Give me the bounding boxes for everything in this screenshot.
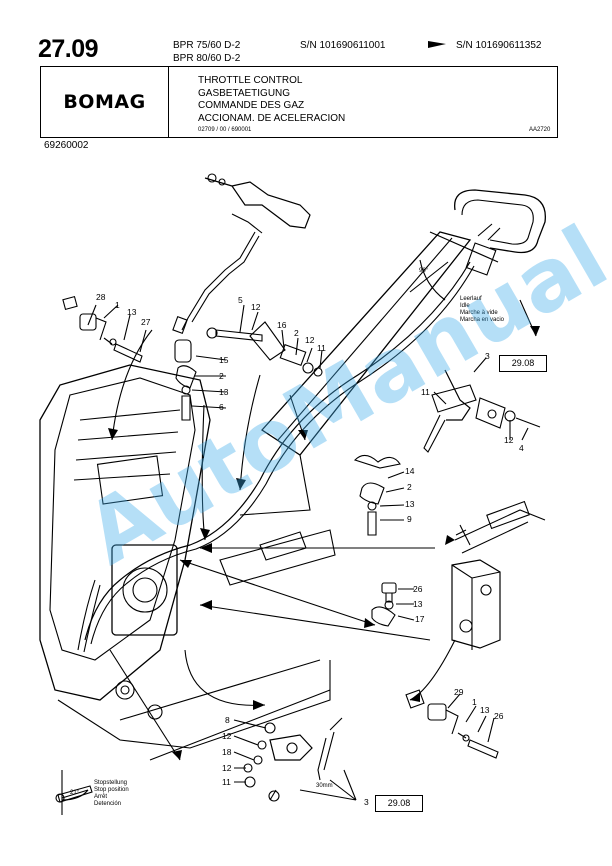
title-fr: COMMANDE DES GAZ: [198, 100, 305, 111]
callout-1: 1: [472, 697, 477, 707]
callout-11: 11: [421, 387, 430, 397]
model-line-2: BPR 80/60 D-2: [173, 53, 241, 64]
title-list: THROTTLE CONTROL GASBETAETIGUNG COMMANDE…: [198, 75, 345, 125]
callout-17: 17: [415, 614, 425, 624]
callout-9: 9: [407, 514, 412, 524]
callout-18: 18: [222, 747, 232, 757]
callout-6: 6: [219, 402, 224, 412]
callout-1: 1: [115, 300, 120, 310]
callout-13: 13: [405, 499, 415, 509]
callout-26: 26: [413, 584, 423, 594]
part-number: 69260002: [44, 140, 89, 151]
callout-2: 2: [407, 482, 412, 492]
callout-13: 13: [219, 387, 229, 397]
ref-code: 02709 / 00 / 690001: [198, 127, 252, 133]
callout-11: 11: [317, 343, 326, 353]
callout-28: 28: [96, 292, 106, 302]
callout-8: 8: [225, 715, 230, 725]
serial-from: S/N 101690611001: [300, 40, 386, 51]
model-line-1: BPR 75/60 D-2: [173, 40, 241, 51]
callout-12: 12: [222, 763, 232, 773]
title-de: GASBETAETIGUNG: [198, 87, 291, 99]
callout-13: 13: [413, 599, 423, 609]
angle-21-label: 21°: [70, 790, 80, 796]
ref-box-29-08-bottom[interactable]: 29.08: [375, 795, 423, 812]
dimension-30mm-label: 30mm: [316, 783, 333, 789]
idle-note-de: Leerlauf: [460, 296, 482, 302]
callout-2: 2: [294, 328, 299, 338]
callout-29: 29: [454, 687, 464, 697]
title-en: THROTTLE CONTROL: [198, 75, 303, 86]
callout-12: 12: [251, 302, 261, 312]
drawing-code: AA2720: [529, 127, 551, 133]
ref-box-29-08-top[interactable]: 29.08: [499, 355, 547, 372]
title-es: ACCIONAM. DE ACELERACION: [198, 112, 346, 124]
angle-96-label: 96°: [419, 268, 429, 274]
callout-26: 26: [494, 711, 504, 721]
callout-3: 3: [485, 351, 490, 361]
title-block: BOMAG THROTTLE CONTROL GASBETAETIGUNG CO…: [40, 66, 558, 138]
callout-12: 12: [504, 435, 514, 445]
idle-note-fr: Marche à vide: [460, 310, 498, 316]
stop-note: Stopstellung Stop position Arrêt Detenci…: [94, 780, 129, 808]
callout-27: 27: [141, 317, 151, 327]
callout-15: 15: [219, 355, 229, 365]
logo-cell: BOMAG: [41, 67, 169, 137]
callout-2: 2: [219, 371, 224, 381]
callout-14: 14: [405, 466, 415, 476]
idle-note-en: Idle: [460, 303, 470, 309]
stop-note-es: Detención: [94, 801, 122, 807]
callout-11: 11: [222, 777, 231, 787]
callout-4: 4: [519, 443, 524, 453]
page-number: 27.09: [38, 35, 99, 63]
callout-13: 13: [480, 705, 490, 715]
callout-13: 13: [127, 307, 137, 317]
stop-note-fr: Arrêt: [94, 794, 108, 800]
callout-12: 12: [222, 731, 232, 741]
stop-note-de: Stopstellung: [94, 780, 128, 786]
idle-note: Leerlauf Idle Marche à vide Marcha en va…: [460, 296, 504, 324]
callout-3: 3: [364, 797, 369, 807]
stop-note-en: Stop position: [94, 787, 129, 793]
callout-12: 12: [305, 335, 315, 345]
callout-5: 5: [238, 295, 243, 305]
callout-16: 16: [277, 320, 287, 330]
bomag-logo: BOMAG: [63, 91, 146, 113]
serial-to: S/N 101690611352: [456, 40, 542, 51]
idle-note-es: Marcha en vacio: [460, 317, 505, 323]
